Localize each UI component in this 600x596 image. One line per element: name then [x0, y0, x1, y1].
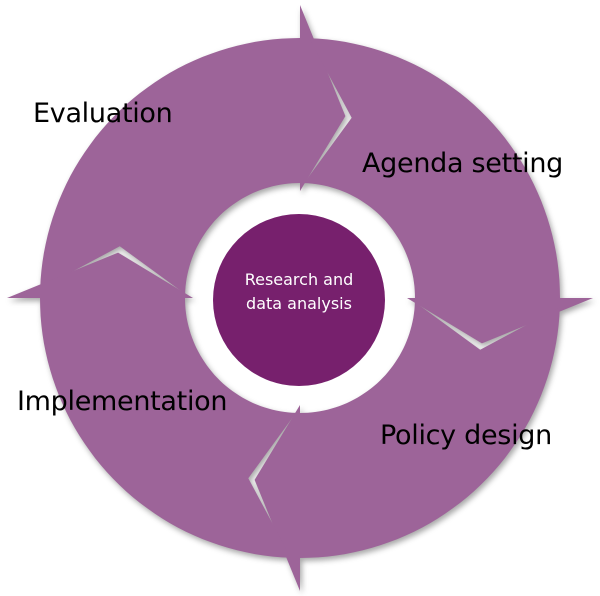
arrow-segment-policy-design	[254, 302, 560, 591]
center-circle	[213, 214, 385, 386]
arrow-segment-implementation	[7, 252, 296, 558]
stage-label-agenda-setting: Agenda setting	[362, 148, 564, 179]
arrow-segment-agenda-setting	[304, 38, 593, 344]
arrow-segment-evaluation	[40, 5, 346, 294]
stage-label-policy-design: Policy design	[380, 420, 552, 451]
center-label-line2: data analysis	[246, 294, 352, 313]
center-label-line1: Research and	[244, 270, 354, 289]
center-label: Research and data analysis	[213, 268, 385, 316]
stage-label-evaluation: Evaluation	[33, 98, 173, 129]
stage-label-implementation: Implementation	[17, 386, 228, 417]
